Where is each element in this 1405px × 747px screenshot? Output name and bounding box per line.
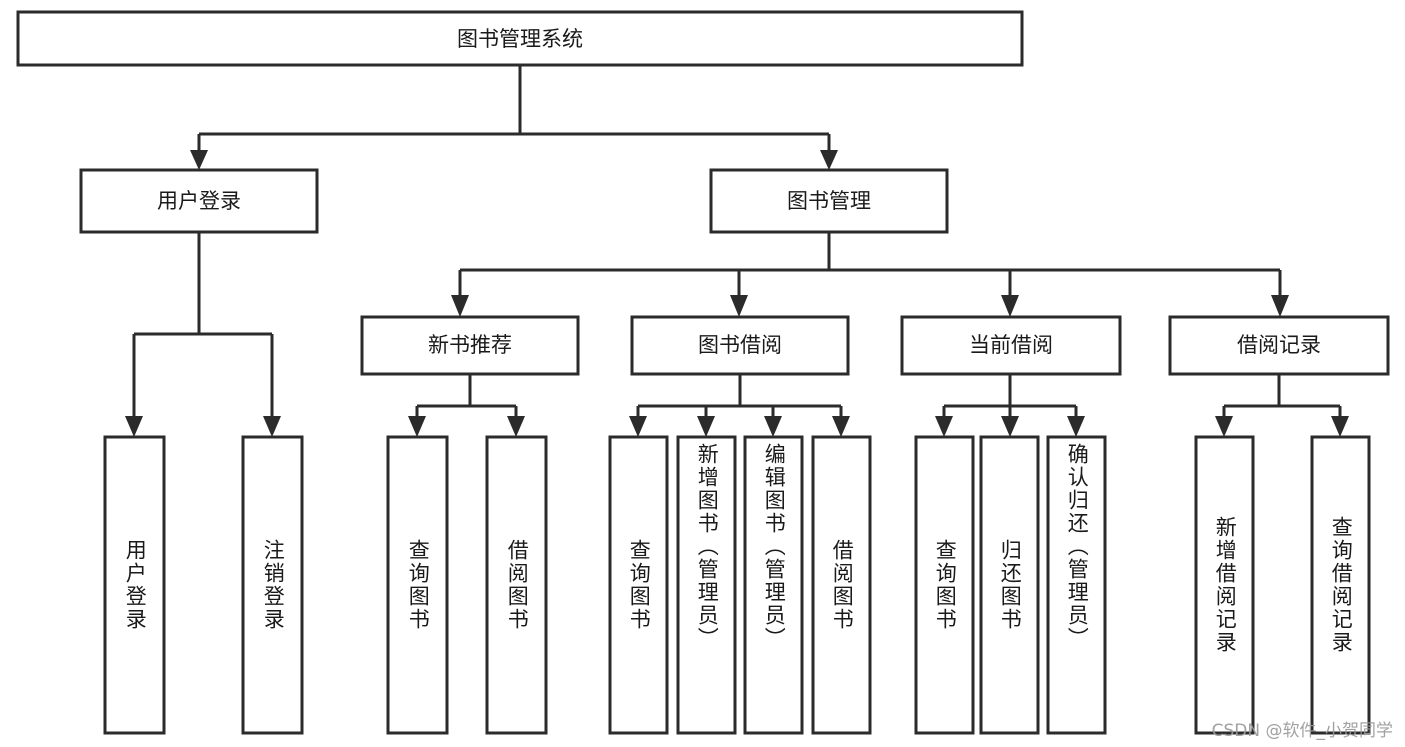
arrow-leaf-query-book-current <box>935 416 953 437</box>
node-leaf-add-borrow-record-box[interactable] <box>1194 435 1255 735</box>
node-current-borrow-box[interactable] <box>900 315 1122 376</box>
node-user-login-label: 用户登录 <box>157 189 241 213</box>
arrow-leaf-return-book <box>1001 416 1019 437</box>
arrow-borrow-record <box>1271 295 1289 317</box>
node-borrow-record-box[interactable] <box>1168 315 1390 376</box>
node-borrow-record-label: 借阅记录 <box>1237 333 1321 357</box>
node-new-book-recommend-box[interactable] <box>360 315 580 376</box>
node-leaf-add-book-admin-box[interactable] <box>676 435 737 735</box>
node-leaf-logout-box[interactable] <box>241 435 304 735</box>
arrow-current-borrow <box>1001 295 1019 317</box>
arrow-leaf-query-borrow-record <box>1331 416 1349 437</box>
node-leaf-query-book-current-box[interactable] <box>914 435 975 735</box>
node-leaf-return-book-box[interactable] <box>979 435 1040 735</box>
node-root-label: 图书管理系统 <box>457 27 583 51</box>
arrow-new-book-recommend <box>451 295 469 317</box>
arrow-leaf-query-book-borrow <box>629 416 647 437</box>
arrow-leaf-add-borrow-record <box>1215 416 1233 437</box>
csdn-watermark: CSDN @软件_小贺同学 <box>1211 721 1393 741</box>
arrow-leaf-query-book-recommend <box>408 416 426 437</box>
node-root-box[interactable] <box>16 10 1024 67</box>
edges-group <box>125 65 1349 437</box>
arrow-leaf-user-login <box>125 416 143 437</box>
node-book-borrow-box[interactable] <box>630 315 850 376</box>
node-book-manage-label: 图书管理 <box>787 189 871 213</box>
arrow-leaf-borrow-book <box>832 416 850 437</box>
arrow-leaf-logout <box>263 416 281 437</box>
node-book-borrow-label: 图书借阅 <box>698 333 782 357</box>
nodes-group: 图书管理系统 用户登录 图书管理 新书推荐 图书借阅 当前借阅 借阅记录 <box>16 10 1390 735</box>
arrow-leaf-add-book-admin <box>697 416 715 437</box>
node-leaf-user-login-box[interactable] <box>103 435 166 735</box>
node-leaf-query-book-recommend-box[interactable] <box>386 435 449 735</box>
node-leaf-confirm-return-admin-box[interactable] <box>1046 435 1107 735</box>
node-leaf-query-borrow-record-box[interactable] <box>1310 435 1371 735</box>
node-current-borrow-label: 当前借阅 <box>969 333 1053 357</box>
node-leaf-query-book-borrow-box[interactable] <box>608 435 669 735</box>
node-leaf-borrow-book-recommend-box[interactable] <box>485 435 548 735</box>
arrow-book-borrow <box>730 295 748 317</box>
arrow-leaf-edit-book-admin <box>764 416 782 437</box>
node-book-manage-box[interactable] <box>709 168 949 234</box>
node-leaf-edit-book-admin-box[interactable] <box>743 435 804 735</box>
arrow-leaf-borrow-book-recommend <box>507 416 525 437</box>
node-user-login-box[interactable] <box>79 168 319 234</box>
arrow-leaf-confirm-return-admin <box>1067 416 1085 437</box>
node-leaf-borrow-book-box[interactable] <box>811 435 872 735</box>
node-new-book-recommend-label: 新书推荐 <box>428 333 512 357</box>
arrow-user-login <box>190 150 208 170</box>
arrow-book-manage <box>820 150 838 170</box>
